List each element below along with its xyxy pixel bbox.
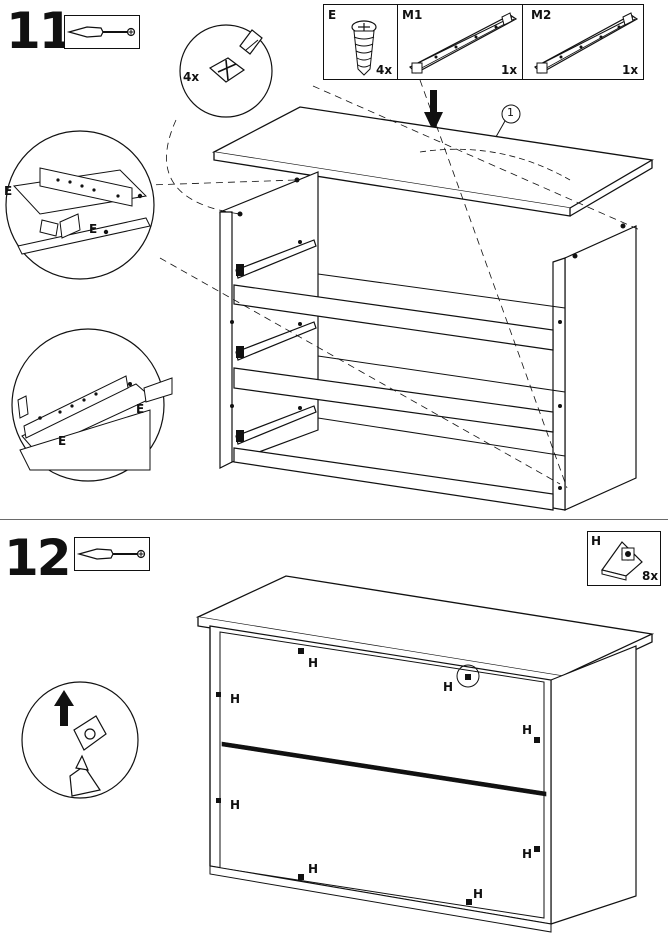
step-11-illustration [0,24,668,520]
step-number-11: 11 [6,2,74,60]
fastener-label-h: H [230,798,241,812]
screwdriver-icon [76,548,146,560]
screwdriver-icon [66,26,136,38]
fastener-label-h: H [308,656,319,670]
step-number-12: 12 [4,529,72,587]
runner-label-e: E [89,222,98,236]
part-qty-m1: 1x [501,63,518,77]
cam-dowel-icon [208,29,263,83]
part-code-e: E [328,8,337,22]
part-box-m2: M2 1x [522,4,644,80]
runner-label-e: E [136,402,145,416]
part-code-m2: M2 [531,8,552,22]
fastener-label-h: H [443,680,454,694]
tool-box [74,537,150,571]
fastener-label-h: H [230,692,241,706]
fastener-label-h: H [308,862,319,876]
callout-number: 1 [507,106,514,119]
down-arrow-icon [424,90,443,132]
step-12-illustration [21,575,655,933]
part-qty-e: 4x [376,63,393,77]
tool-box [64,15,140,49]
up-arrow-icon [54,690,74,726]
part-box-e: E 4x [323,4,398,80]
part-code-m1: M1 [402,8,423,22]
part-code-h: H [591,534,602,548]
part-box-h: H 8x [587,531,661,586]
screw-icon [351,20,377,76]
fastener-label-h: H [473,887,484,901]
drawer-runner-icon [408,12,518,74]
part-qty-m2: 1x [622,63,639,77]
detail-quantity: 4x [183,70,200,84]
drawer-runner-icon [534,12,639,74]
corner-bracket-icon [600,541,643,581]
fastener-label-h: H [522,847,533,861]
runner-label-e: E [4,184,13,198]
part-qty-h: 8x [642,569,659,583]
runner-label-e: E [58,434,67,448]
fastener-label-h: H [522,723,533,737]
part-box-m1: M1 1x [397,4,523,80]
